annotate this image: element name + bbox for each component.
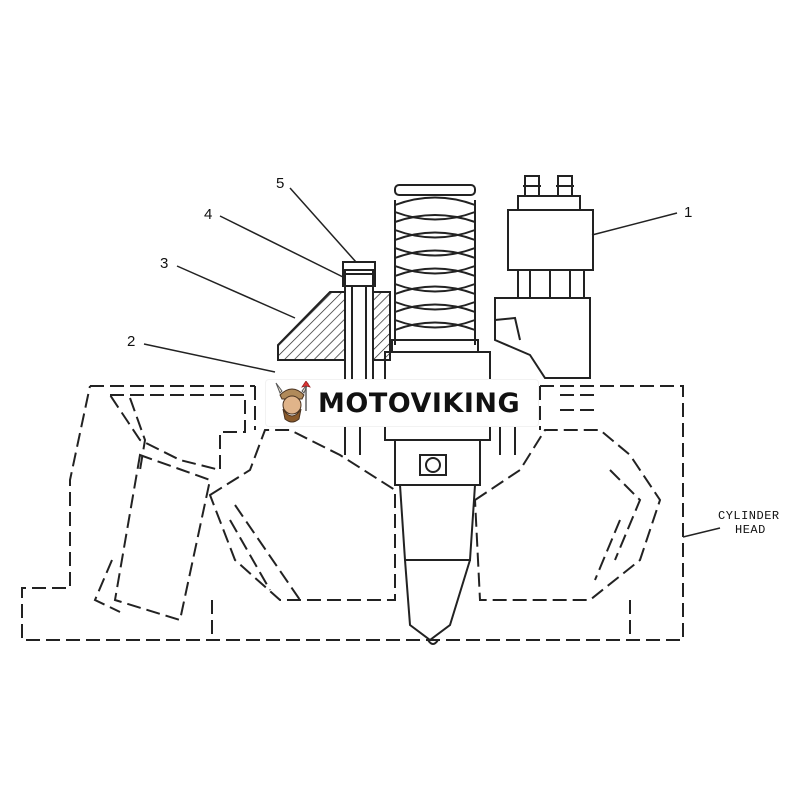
- cylinder-head-outline: [21, 385, 684, 641]
- callout-2: 2: [127, 333, 135, 350]
- callout-4: 4: [204, 206, 212, 223]
- callout-3: 3: [160, 255, 168, 272]
- injector-spring: [391, 184, 479, 353]
- watermark-text: MOTOVIKING: [318, 387, 521, 419]
- watermark-banner: MOTOVIKING: [266, 380, 538, 426]
- callout-1: 1: [684, 204, 692, 221]
- injector-clamp: [277, 269, 391, 391]
- callout-5: 5: [276, 175, 284, 192]
- cylinder-head-label-line1: CYLINDER: [718, 509, 780, 523]
- viking-logo-icon: [275, 381, 311, 423]
- clamp-bolt: [342, 261, 376, 390]
- cylinder-head-label-line2: HEAD: [735, 523, 766, 537]
- leader-lines: [143, 187, 721, 538]
- solenoid-actuator: [494, 175, 594, 379]
